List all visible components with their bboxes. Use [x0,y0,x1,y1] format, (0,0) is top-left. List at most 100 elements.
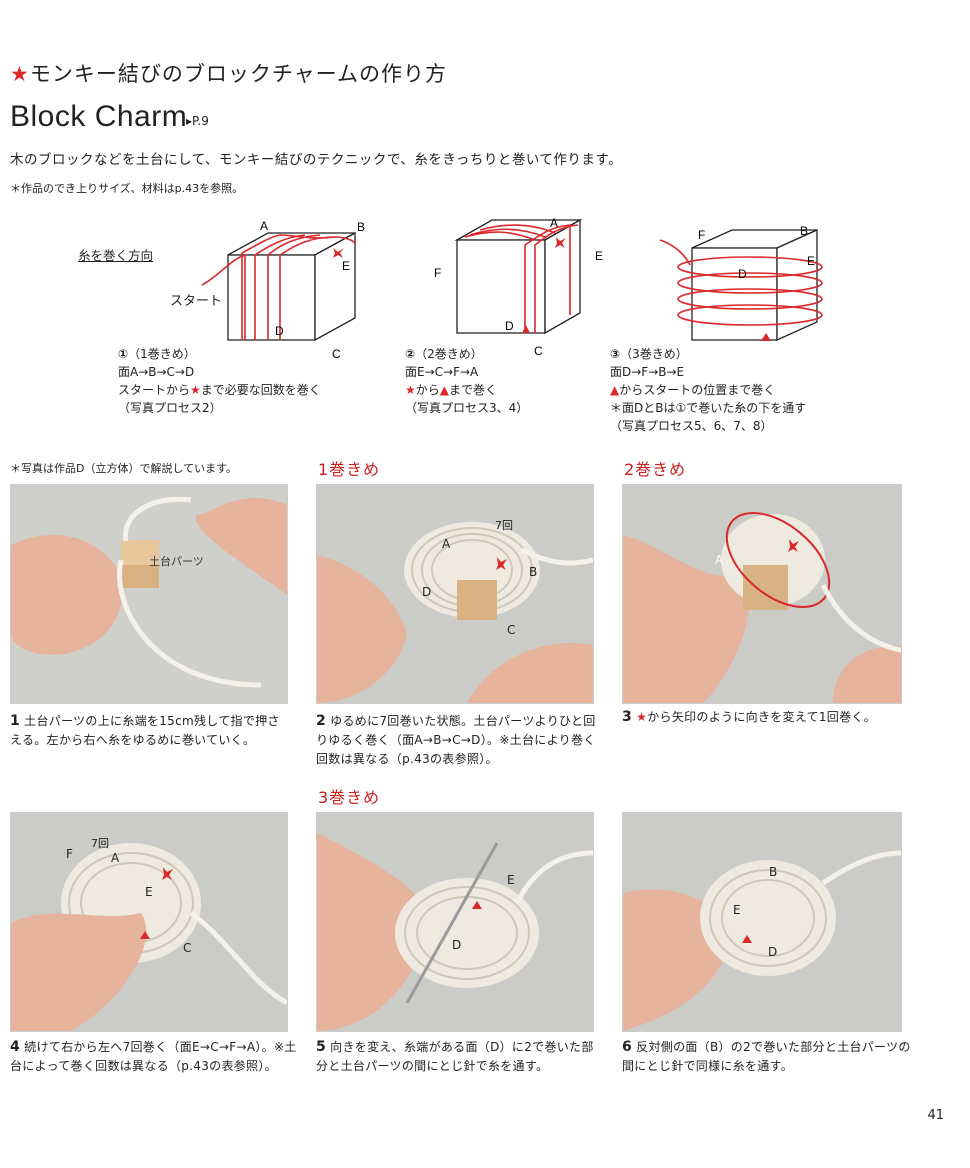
star-icon: ★ [405,383,416,397]
caption-3: 3 ★から矢印のように向きを変えて1回巻く。 [622,708,912,727]
page-reference: ▸P.9 [186,114,209,128]
size-note: ＊作品のでき上りサイズ、材料はp.43を参照。 [10,182,244,195]
step1-number: ① [118,347,129,361]
photo5-label-e: E [507,873,515,887]
photo-1: 土台パーツ [10,484,288,704]
step1-label: （1巻きめ） [128,347,196,361]
diagram2-label-f: F [434,266,441,280]
caption-2: 2 ゆるめに7回巻いた状態。土台パーツよりひと回りゆるく巻く（面A→B→C→D）… [316,712,598,769]
star-icon: ★ [10,62,30,86]
caption3-number: 3 [622,709,633,725]
diagram-step2-text: ②（2巻きめ） 面E→C→F→A ★から▲まで巻く （写真プロセス3、4） [405,345,528,417]
photo2-label-a: A [442,537,451,551]
step2-process-ref: （写真プロセス3、4） [405,401,529,415]
photo2-label-b: B [529,565,538,579]
diagram-step3: F B D E [659,224,823,342]
step1-until: まで必要な回数を巻く [200,383,321,397]
direction-label: 糸を巻く方向 [78,248,154,263]
diagram1-label-d: D [275,324,284,338]
step2-until: まで巻く [449,383,498,397]
star-icon: ★ [190,383,201,397]
photo2-label-count: 7回 [495,519,513,532]
photo1-label-base: 土台パーツ [149,555,204,568]
diagram1-label-b: B [357,220,365,234]
photo2-label-c: C [507,623,516,637]
caption6-text: 反対側の面（B）の2で巻いた部分と土台パーツの間にとじ針で同様に糸を通す。 [622,1040,911,1073]
photo-6: B E D [622,812,902,1032]
step2-number: ② [405,347,416,361]
photo-4: F 7回 A E C [10,812,288,1032]
photo-3-illustration [623,512,901,703]
star-icon: ★ [636,710,648,724]
photo6-label-d: D [768,945,778,959]
caption4-number: 4 [10,1039,21,1055]
diagram2-label-e: E [595,249,603,263]
photo-note: ＊写真は作品D（立方体）で解説しています。 [10,462,238,475]
caption3-text: から矢印のように向きを変えて1回巻く。 [647,710,876,724]
photo4-label-e: E [145,885,153,899]
photo-4-illustration [11,843,287,1031]
photo4-label-a: A [111,851,120,865]
step1-process-ref: （写真プロセス2） [118,401,222,415]
diagram1-label-c: C [332,347,341,361]
step3-label: （3巻きめ） [620,347,688,361]
step1-from: スタートから [118,383,191,397]
caption6-number: 6 [622,1039,633,1055]
step2-faces: 面E→C→F→A [405,365,479,379]
step3-number: ③ [610,347,621,361]
photo-6-illustration [623,850,901,1031]
photo4-label-f: F [66,847,73,861]
section-head-2: 2巻きめ [624,460,687,479]
photo-5: E D [316,812,594,1032]
caption2-text: ゆるめに7回巻いた状態。土台パーツよりひと回りゆるく巻く（面A→B→C→D）。※… [316,714,596,766]
page-title: ★モンキー結びのブロックチャームの作り方 [10,58,447,88]
diagram-step2: A E F D C [434,216,603,358]
photo4-label-c: C [183,941,192,955]
photo-2: A B C D 7回 [316,484,594,704]
photo-3: A [622,484,902,704]
photo6-label-e: E [733,903,741,917]
diagram3-label-b: B [800,224,808,238]
diagram3-label-e: E [807,254,815,268]
step2-from: から [415,383,440,397]
diagram2-label-a: A [550,216,558,230]
caption1-number: 1 [10,713,21,729]
caption-1: 1 土台パーツの上に糸端を15cm残して指で押さえる。左から右へ糸をゆるめに巻い… [10,712,290,750]
title-english: Block Charm [10,100,188,133]
step3-process-ref: （写真プロセス5、6、7、8） [610,419,773,433]
caption-5: 5 向きを変え、糸端がある面（D）に2で巻いた部分と土台パーツの間にとじ針で糸を… [316,1038,602,1076]
start-label: スタート [170,294,223,309]
photo-2-illustration [317,522,593,703]
diagram-step1: A B E D C [201,219,365,361]
photo3-label-a: A [715,553,724,567]
caption5-text: 向きを変え、糸端がある面（D）に2で巻いた部分と土台パーツの間にとじ針で糸を通す… [316,1040,594,1073]
diagram2-label-c: C [534,344,543,358]
page-number: 41 [927,1108,944,1123]
diagram1-label-a: A [260,219,268,233]
diagram-step3-text: ③（3巻きめ） 面D→F→B→E ▲からスタートの位置まで巻く ＊面DとBは①で… [610,345,806,435]
photo-5-illustration [317,833,593,1031]
caption2-number: 2 [316,713,327,729]
intro-text: 木のブロックなどを土台にして、モンキー結びのテクニックで、糸をきっちりと巻いて作… [10,152,623,168]
triangle-icon: ▲ [439,383,450,397]
diagram2-label-d: D [505,319,514,333]
step3-note: ＊面DとBは①で巻いた糸の下を通す [610,401,807,415]
step3-faces: 面D→F→B→E [610,365,685,379]
triangle-icon: ▲ [610,383,620,397]
title-text: モンキー結びのブロックチャームの作り方 [29,62,447,86]
caption-6: 6 反対側の面（B）の2で巻いた部分と土台パーツの間にとじ針で同様に糸を通す。 [622,1038,912,1076]
photo-1-illustration [11,496,287,688]
photo2-label-d: D [422,585,432,599]
caption1-text: 土台パーツの上に糸端を15cm残して指で押さえる。左から右へ糸をゆるめに巻いてい… [10,714,280,747]
diagram-step1-text: ①（1巻きめ） 面A→B→C→D スタートから★まで必要な回数を巻く （写真プロ… [118,345,321,417]
diagram3-label-f: F [698,228,705,242]
caption4-text: 続けて右から左へ7回巻く（面E→C→F→A）。※土台によって巻く回数は異なる（p… [10,1040,297,1073]
step3-until: からスタートの位置まで巻く [619,383,776,397]
diagram1-label-e: E [342,259,350,273]
photo5-label-d: D [452,938,462,952]
photo6-label-b: B [769,865,778,879]
caption5-number: 5 [316,1039,327,1055]
photo4-label-count: 7回 [91,837,109,850]
diagram3-label-d: D [738,267,747,281]
section-head-3: 3巻きめ [318,788,381,807]
